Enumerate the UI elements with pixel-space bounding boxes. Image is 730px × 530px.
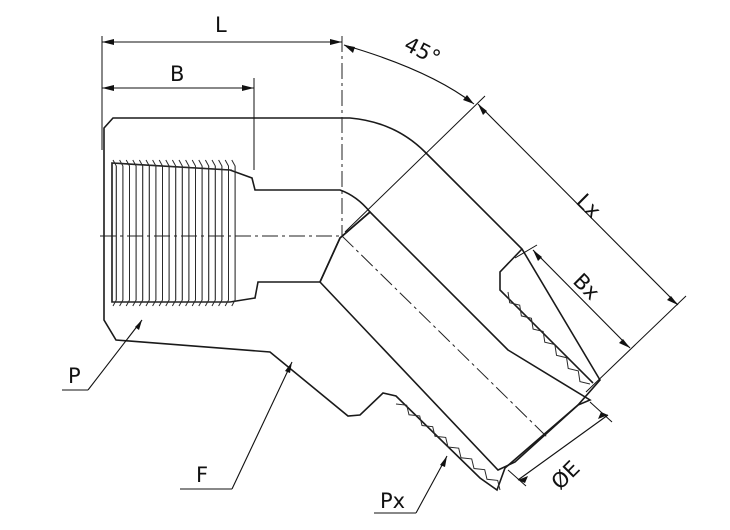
label-E: ØE [547,456,585,494]
internal-thread-diagonal [507,291,591,385]
dimension-L: L [101,13,342,150]
external-thread-px [395,403,501,491]
leader-P: P [62,319,143,391]
label-Lx: Lx [572,189,606,223]
leader-F: F [180,361,293,490]
internal-thread-left [111,159,236,307]
body-fill [103,117,601,492]
label-B: B [170,62,184,86]
dimension-E: ØE [507,401,613,494]
label-F: F [196,463,208,487]
fitting-body [103,117,601,492]
diagonal-port-recess [499,248,594,384]
label-Px: Px [380,489,405,513]
label-L: L [215,13,227,37]
dimension-Lx: Lx [344,95,687,393]
label-Bx: Bx [568,269,604,305]
bores [111,162,594,471]
centerlines [100,36,549,439]
leader-Px: Px [374,455,448,514]
label-P: P [68,364,81,388]
left-bore [111,162,372,303]
dimension-B: B [102,62,255,170]
dimension-angle: 45° [343,32,475,105]
diagonal-centerline [341,235,549,439]
diagonal-bore [319,210,592,471]
label-angle: 45° [400,32,444,70]
